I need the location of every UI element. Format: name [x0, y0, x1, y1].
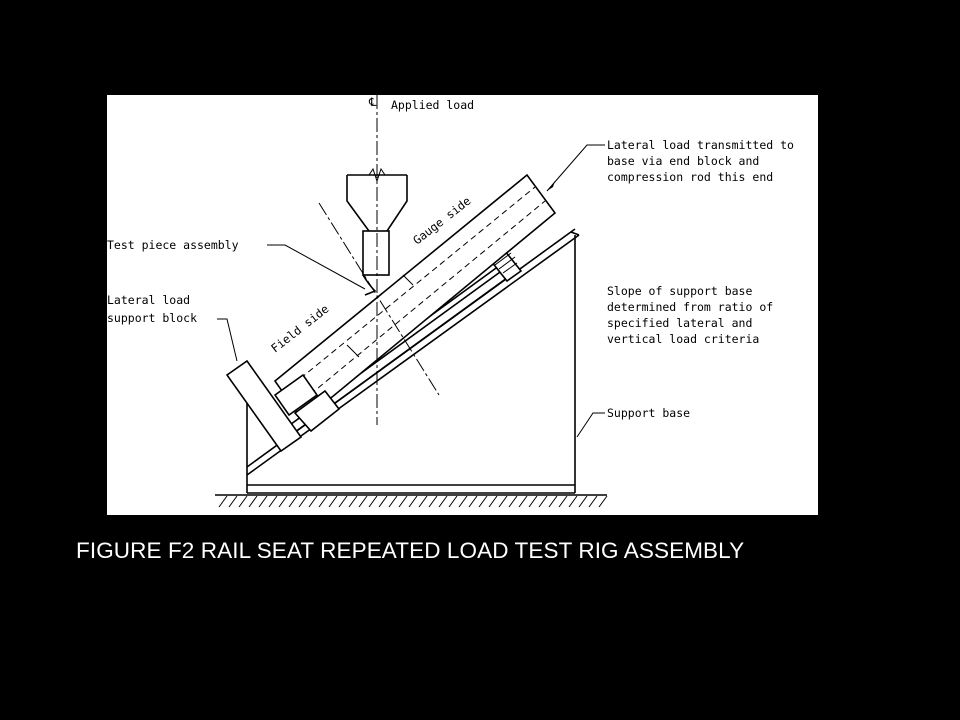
svg-text:vertical load criteria: vertical load criteria: [607, 332, 759, 346]
svg-text:Lateral load transmitted to: Lateral load transmitted to: [607, 138, 794, 152]
svg-text:specified lateral and: specified lateral and: [607, 316, 752, 330]
test-piece-assembly-label: Test piece assembly: [107, 238, 239, 252]
centerline-symbol: ℄: [368, 95, 377, 109]
support-base-leader: [576, 412, 605, 438]
applied-load-label: Applied load: [391, 98, 474, 112]
diagram-panel: ℄ Applied load Lateral load transmitted …: [107, 95, 818, 515]
slope-label: Slope of support base determined from ra…: [607, 284, 773, 346]
test-piece-leader: [267, 244, 366, 290]
lateral-load-arrowhead: [547, 181, 555, 191]
loading-head: [346, 167, 408, 296]
test-rig-diagram: ℄ Applied load Lateral load transmitted …: [107, 95, 794, 508]
ground-hatching: [218, 495, 608, 508]
lateral-load-support-block: [225, 359, 341, 453]
sleeper-axis-line: [318, 202, 440, 396]
lateral-support-block-label-line1: Lateral load: [107, 293, 190, 307]
figure-caption: FIGURE F2 RAIL SEAT REPEATED LOAD TEST R…: [76, 538, 745, 563]
svg-text:Slope of support base: Slope of support base: [607, 284, 752, 298]
lateral-support-block-leader: [217, 318, 238, 362]
svg-text:base via end block and: base via end block and: [607, 154, 759, 168]
lateral-load-leader: [546, 144, 605, 192]
test-piece-sleeper: [273, 173, 557, 423]
support-base-label: Support base: [607, 406, 690, 420]
lateral-load-transmitted-label: Lateral load transmitted to base via end…: [607, 138, 794, 184]
lateral-support-block-label-line2: support block: [107, 311, 197, 325]
svg-text:compression rod this end: compression rod this end: [607, 170, 773, 184]
svg-text:determined from ratio of: determined from ratio of: [607, 300, 773, 314]
